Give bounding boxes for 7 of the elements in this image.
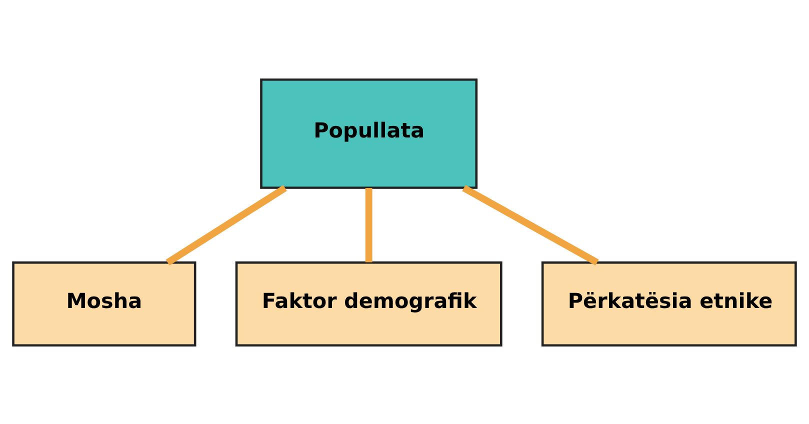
node-box: Përkatësia etnike bbox=[541, 260, 797, 346]
node-box: Popullata bbox=[260, 78, 478, 188]
connector bbox=[166, 184, 287, 265]
node-box: Faktor demografik bbox=[235, 260, 502, 346]
connector bbox=[365, 188, 372, 262]
connector bbox=[462, 184, 599, 266]
node-box: Mosha bbox=[12, 260, 196, 346]
